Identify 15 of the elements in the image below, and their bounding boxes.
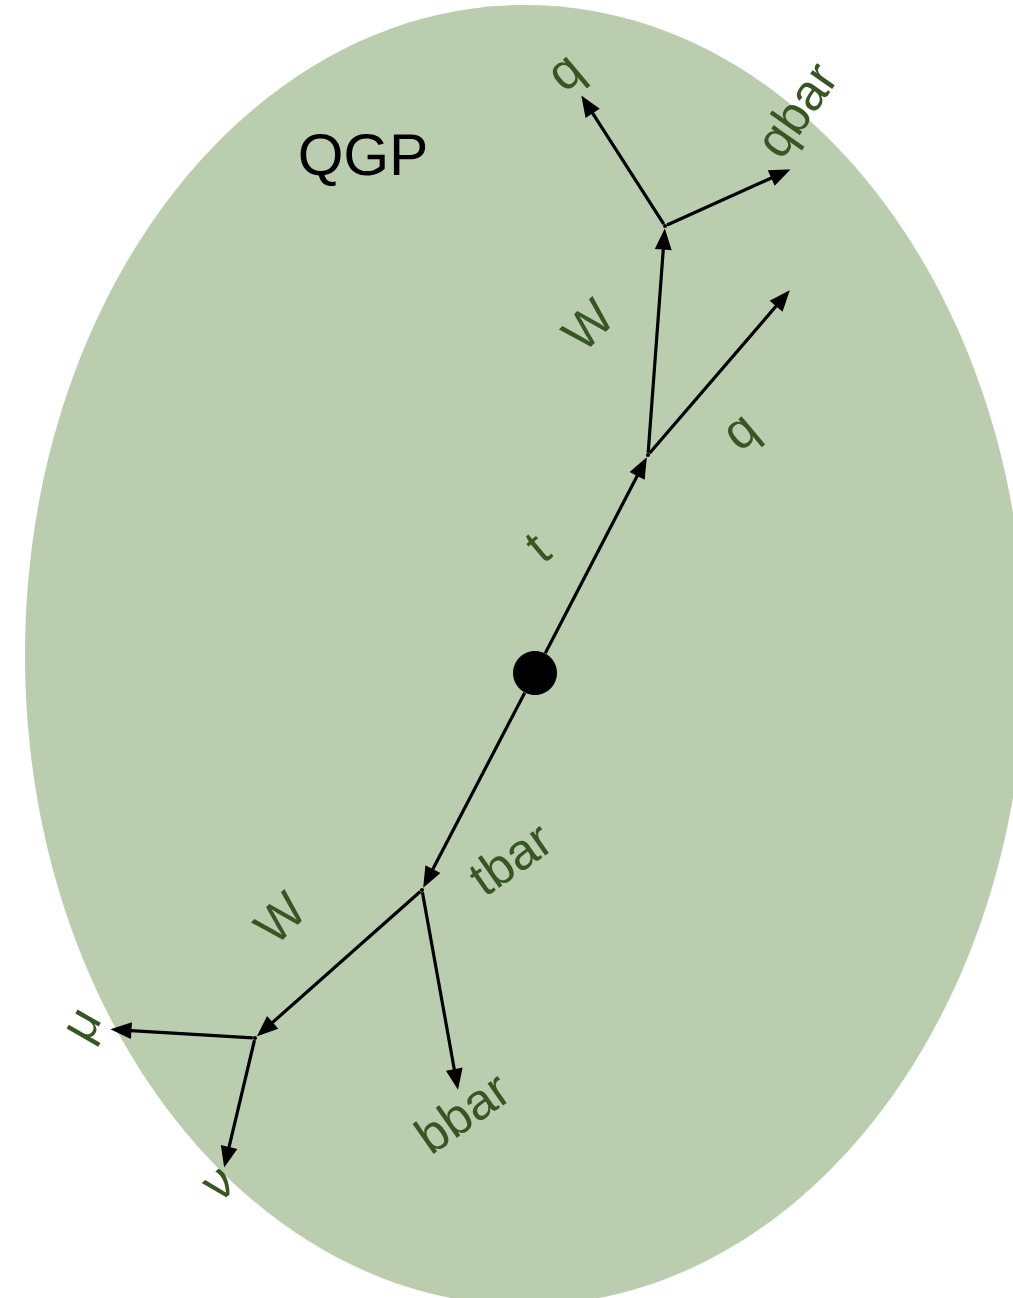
particle-label: ν [201,1168,230,1198]
particle-label: bbar [412,1076,507,1155]
edge-label: tbar [469,826,549,895]
vertex-dot [513,651,557,695]
edge-label: t [526,534,554,561]
edge-label: W [558,295,610,347]
vertex-point [253,1036,257,1040]
region-label: QGP [300,133,426,186]
vertex-point [420,888,424,892]
particle-label: μ [66,1009,101,1047]
edge-label: W [250,888,302,940]
particle-label: q [552,56,591,89]
vertex-point [663,224,667,228]
vertex-point [646,453,650,457]
edge-label: b [728,416,766,448]
